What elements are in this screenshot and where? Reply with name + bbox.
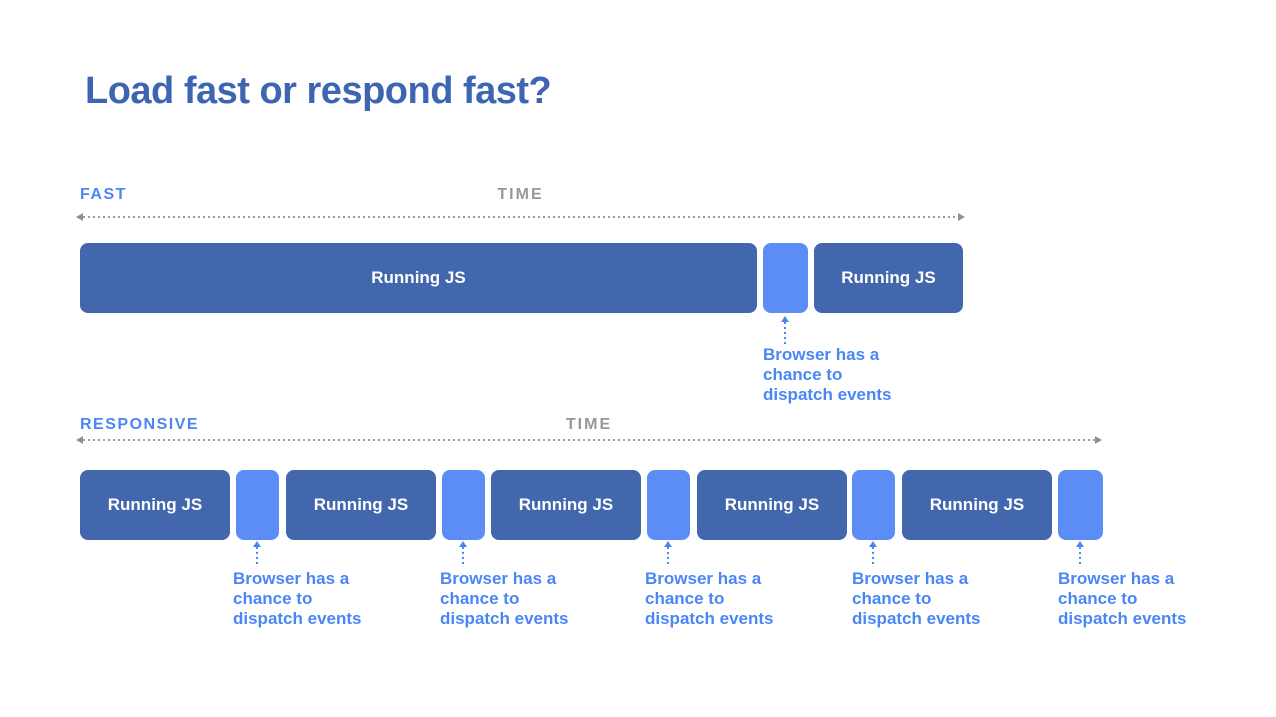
dispatch-events-annotation: Browser has a chance to dispatch events [233,569,362,628]
page-title: Load fast or respond fast? [85,70,552,112]
running-js-bar: Running JS [697,470,847,540]
running-js-bar: Running JS [814,243,963,313]
dispatch-events-annotation: Browser has a chance to dispatch events [645,569,774,628]
responsive-section-label: RESPONSIVE [80,416,200,433]
running-js-bar: Running JS [491,470,641,540]
running-js-bar: Running JS [286,470,436,540]
fast-timeline-arrow [76,213,965,221]
dispatch-events-annotation: Browser has a chance to dispatch events [852,569,981,628]
fast-time-label: TIME [497,186,544,203]
annotation-up-arrow [459,541,467,567]
dispatch-events-annotation: Browser has a chance to dispatch events [440,569,569,628]
annotation-up-arrow [664,541,672,567]
running-js-bar: Running JS [902,470,1052,540]
running-js-bar: Running JS [80,470,230,540]
event-gap-block [647,470,690,540]
annotation-up-arrow [1076,541,1084,567]
bar-label: Running JS [107,495,203,514]
event-gap-block [763,243,808,313]
event-gap-block [852,470,895,540]
fast-section-label: FAST [80,186,127,203]
dispatch-events-annotation: Browser has a chance to dispatch events [763,345,892,404]
bar-label: Running JS [313,495,409,514]
responsive-time-label: TIME [565,416,613,433]
bar-label: Running JS [518,495,614,514]
responsive-timeline-arrow [76,436,1102,444]
bar-label: Running JS [371,268,466,287]
event-gap-block [442,470,485,540]
event-gap-block [1058,470,1103,540]
running-js-bar: Running JS [80,243,757,313]
annotation-up-arrow [253,541,261,567]
bar-label: Running JS [841,268,936,287]
bar-label: Running JS [724,495,820,514]
annotation-up-arrow [869,541,877,567]
event-gap-block [236,470,279,540]
annotation-up-arrow [781,316,789,344]
dispatch-events-annotation: Browser has a chance to dispatch events [1058,569,1187,628]
bar-label: Running JS [929,495,1025,514]
